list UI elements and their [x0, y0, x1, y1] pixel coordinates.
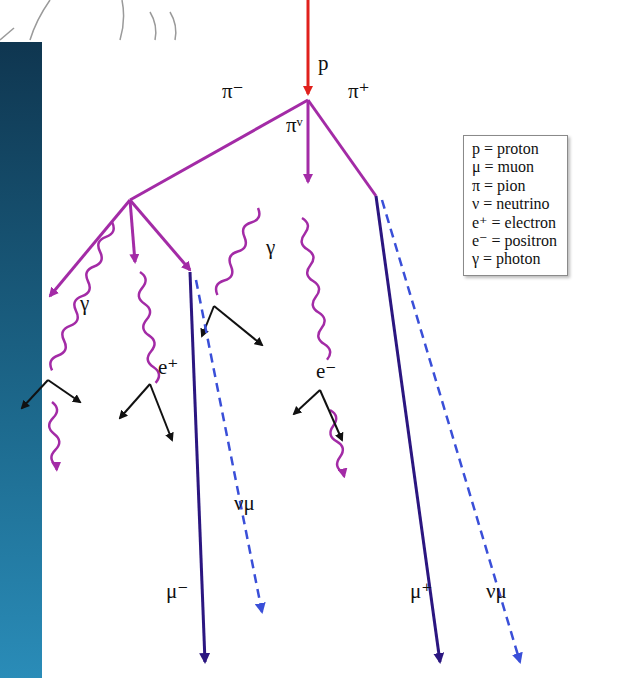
particle-label: γ: [80, 292, 89, 315]
particle-label: e⁺: [158, 356, 178, 379]
legend-entry: μ = muon: [472, 158, 557, 176]
legend-entry: p = proton: [472, 140, 557, 158]
particle-label: e⁻: [316, 360, 336, 383]
particle-label: μ⁺: [410, 580, 432, 603]
legend-entry: e⁺ = electron: [472, 214, 557, 232]
particle-label: μ⁻: [166, 580, 188, 603]
particle-label: νμ: [234, 492, 255, 515]
particle-label: νμ: [486, 580, 507, 603]
legend-entry: ν = neutrino: [472, 195, 557, 213]
legend-entry: π = pion: [472, 177, 557, 195]
legend-entry: e⁻ = positron: [472, 232, 557, 250]
particle-label: π⁻: [222, 80, 244, 103]
particle-label: γ: [266, 236, 275, 259]
particle-label: p: [318, 52, 329, 75]
side-panel: [0, 42, 42, 678]
particle-label: π⁺: [348, 80, 370, 103]
legend-box: p = protonμ = muonπ = pionν = neutrinoe⁺…: [463, 135, 568, 276]
legend-entry: γ = photon: [472, 250, 557, 268]
particle-label: πᵛ: [286, 114, 303, 137]
